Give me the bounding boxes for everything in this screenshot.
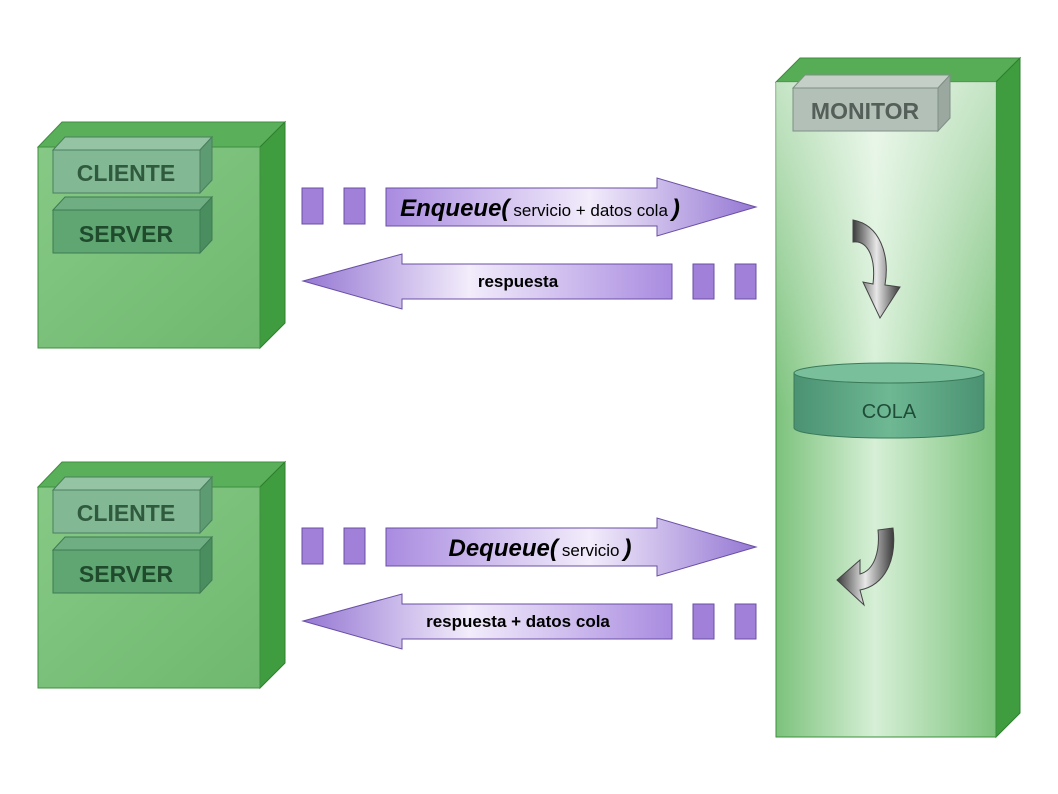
dash-block <box>301 187 324 225</box>
respuesta-arrow-2: respuesta + datos cola <box>301 593 757 650</box>
dash-block <box>734 263 757 300</box>
respuesta-label-1: respuesta <box>478 272 559 291</box>
curved-arrow-down-icon <box>852 219 901 320</box>
enqueue-args: servicio + datos cola <box>513 201 668 220</box>
enqueue-arrow: Enqueue(servicio + datos cola) <box>301 177 758 237</box>
cola-label: COLA <box>862 401 917 423</box>
dequeue-func: Dequeue( <box>449 535 561 562</box>
cliente-label-1: CLIENTE <box>77 160 175 186</box>
dequeue-close: ) <box>620 535 631 562</box>
dequeue-arrow: Dequeue(servicio) <box>301 517 758 577</box>
enqueue-func: Enqueue( <box>400 195 512 222</box>
dequeue-label: Dequeue(servicio) <box>449 535 632 562</box>
server-label-2: SERVER <box>79 561 174 587</box>
cliente-label-2: CLIENTE <box>77 500 175 526</box>
server-box-1: SERVER <box>51 195 214 255</box>
client-server-node-2: CLIENTE SERVER <box>36 460 287 690</box>
dash-block <box>692 603 715 640</box>
monitor-title: MONITOR <box>811 98 920 124</box>
respuesta-arrow-1: respuesta <box>301 253 757 310</box>
dequeue-args: servicio <box>562 541 620 560</box>
dash-block <box>301 527 324 565</box>
dash-block <box>734 603 757 640</box>
server-box-2: SERVER <box>51 535 214 595</box>
dash-block <box>692 263 715 300</box>
curved-arrow-return-icon <box>836 527 895 607</box>
respuesta-label-2: respuesta + datos cola <box>426 612 610 631</box>
monitor-node: MONITOR COLA <box>774 56 1022 739</box>
cliente-box-1: CLIENTE <box>51 135 214 195</box>
cola-queue-cylinder: COLA <box>793 362 985 439</box>
monitor-title-box: MONITOR <box>791 73 952 133</box>
server-label-1: SERVER <box>79 221 174 247</box>
dash-block <box>343 187 366 225</box>
cliente-box-2: CLIENTE <box>51 475 214 535</box>
enqueue-close: ) <box>669 195 680 222</box>
enqueue-label: Enqueue(servicio + datos cola) <box>400 195 680 222</box>
client-server-node-1: CLIENTE SERVER <box>36 120 287 350</box>
dash-block <box>343 527 366 565</box>
